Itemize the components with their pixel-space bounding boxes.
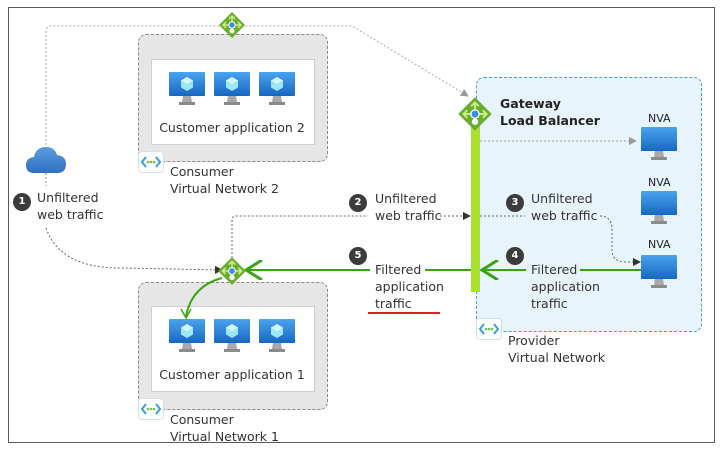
vm-icon bbox=[168, 71, 206, 113]
vm-icon bbox=[168, 318, 206, 360]
step-2-label-line2: web traffic bbox=[375, 208, 442, 223]
step-2-label-line1: Unfiltered bbox=[375, 191, 437, 206]
customer-app-1-label: Customer application 1 bbox=[159, 367, 305, 382]
consumer-vnet-1-label-line1: Consumer bbox=[170, 412, 234, 427]
consumer-vnet-2-label-line1: Consumer bbox=[170, 164, 234, 179]
consumer-vnet-2-label-line2: Virtual Network 2 bbox=[170, 181, 279, 196]
dotted-path-cloud-to-gateway bbox=[45, 25, 469, 145]
internet-cloud-icon bbox=[26, 147, 66, 173]
step-5-label-line1: Filtered bbox=[375, 262, 422, 277]
step-4-label-line1: Filtered bbox=[531, 262, 578, 277]
step-2-badge: 2 bbox=[349, 194, 367, 212]
vm-icon bbox=[213, 318, 251, 360]
vnet-icon bbox=[138, 151, 164, 173]
step-1-badge: 1 bbox=[13, 193, 31, 211]
gateway-lb-label-line1: Gateway bbox=[500, 96, 561, 111]
provider-vnet-label-line2: Virtual Network bbox=[508, 350, 606, 365]
step-5-badge: 5 bbox=[349, 247, 367, 265]
vm-icon bbox=[213, 71, 251, 113]
vnet-icon bbox=[476, 318, 502, 340]
step-4-label-line2: application bbox=[531, 279, 600, 294]
dotted-path-step1 bbox=[45, 227, 223, 274]
step-1-label-line2: web traffic bbox=[37, 207, 104, 222]
step-4-badge: 4 bbox=[506, 247, 524, 265]
step-5-label-line2: application bbox=[375, 279, 444, 294]
step-3-label-line1: Unfiltered bbox=[531, 191, 593, 206]
customer-app-2-vms bbox=[168, 71, 298, 111]
nva-label-3: NVA bbox=[648, 238, 671, 251]
step-3-badge: 3 bbox=[506, 194, 524, 212]
step-3-label-line2: web traffic bbox=[531, 208, 598, 223]
nva-label-2: NVA bbox=[648, 176, 671, 189]
dotted-path-step2 bbox=[231, 215, 368, 258]
gateway-lb-icon-consumer bbox=[218, 257, 246, 285]
customer-app-1-vms bbox=[168, 318, 298, 358]
gateway-lb-label-line2: Load Balancer bbox=[500, 113, 600, 128]
vm-icon bbox=[258, 318, 296, 360]
green-flow-to-app1 bbox=[185, 277, 223, 317]
nva-3-icon bbox=[641, 255, 677, 288]
provider-vnet-label-line1: Provider bbox=[508, 333, 560, 348]
nva-label-1: NVA bbox=[648, 112, 671, 125]
nva-2-icon bbox=[641, 191, 677, 224]
vm-icon bbox=[258, 71, 296, 113]
consumer-vnet-1-label-line2: Virtual Network 1 bbox=[170, 429, 279, 444]
nva-1-icon bbox=[641, 127, 677, 160]
vnet-icon bbox=[138, 398, 164, 420]
gateway-lb-bar bbox=[471, 112, 480, 292]
green-arrowhead-app1 bbox=[180, 308, 192, 320]
step-5-label-line3: traffic bbox=[375, 296, 412, 311]
customer-app-2-label: Customer application 2 bbox=[159, 120, 305, 135]
gateway-lb-icon-top bbox=[219, 12, 245, 38]
step-4-label-line3: traffic bbox=[531, 296, 568, 311]
step-1-label-line1: Unfiltered bbox=[37, 190, 99, 205]
dotted-path-step3b bbox=[599, 215, 641, 266]
gateway-lb-icon-provider bbox=[458, 97, 492, 131]
